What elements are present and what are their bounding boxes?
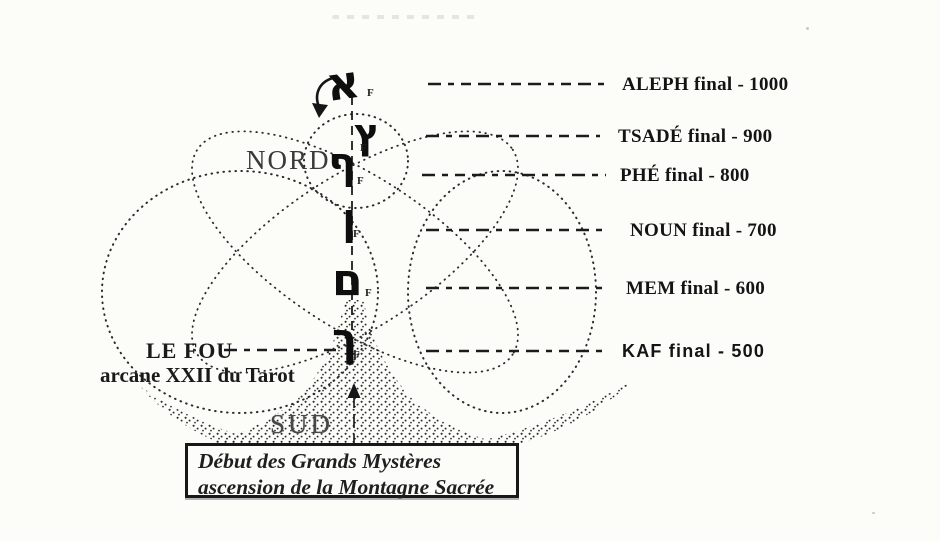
final-form-marker-f: F — [353, 228, 360, 240]
final-form-marker-f: F — [360, 142, 367, 154]
ascension-arrow-icon — [347, 383, 361, 452]
final-form-marker-f: F — [365, 287, 372, 299]
final-form-marker-f: F — [357, 175, 364, 187]
scan-speck — [872, 512, 875, 514]
hebrew-letter-tsade-final: ץ — [354, 111, 381, 157]
compass-south-label: SUD — [270, 409, 334, 439]
final-form-marker-f: F — [353, 349, 360, 361]
caption-box: Début des Grands Mystères ascension de l… — [185, 443, 519, 499]
hebrew-letter-noun-final: ן — [342, 194, 357, 243]
caption-line-1: Début des Grands Mystères — [198, 449, 442, 473]
cross-arc-ascending — [191, 130, 519, 374]
descent-curved-arrow-icon — [312, 76, 334, 118]
rung-label-kaf: KAF final - 500 — [622, 341, 766, 361]
hebrew-letter-mem-final: ם — [332, 255, 363, 306]
final-form-marker-f: F — [367, 87, 374, 99]
rung-label-mem: MEM final - 600 — [626, 277, 766, 299]
scan-speck — [806, 27, 809, 30]
fool-card-title: LE FOU — [146, 338, 234, 363]
rung-label-aleph: ALEPH final - 1000 — [622, 73, 789, 95]
east-sphere-outline — [407, 170, 597, 414]
rung-label-tsade: TSADÉ final - 900 — [618, 125, 773, 147]
hebrew-letter-phe-final: ף — [328, 138, 357, 187]
sacred-mountain-stipple — [198, 300, 512, 446]
scan-smudge — [332, 15, 480, 19]
caption-line-2: ascension de la Montagne Sacrée — [198, 475, 495, 499]
cross-arc-descending — [191, 130, 519, 374]
north-circle-outline — [303, 113, 409, 209]
west-sphere-outline — [101, 170, 379, 414]
rung-label-phe: PHÉ final - 800 — [620, 164, 750, 186]
fool-card-subtitle: arcane XXII du Tarot — [100, 363, 295, 387]
rung-label-noun: NOUN final - 700 — [630, 219, 777, 241]
hebrew-letter-kaf-final: ך — [332, 314, 358, 365]
compass-north-label: NORD — [246, 145, 331, 175]
hebrew-letter-aleph-final: א — [322, 53, 364, 113]
